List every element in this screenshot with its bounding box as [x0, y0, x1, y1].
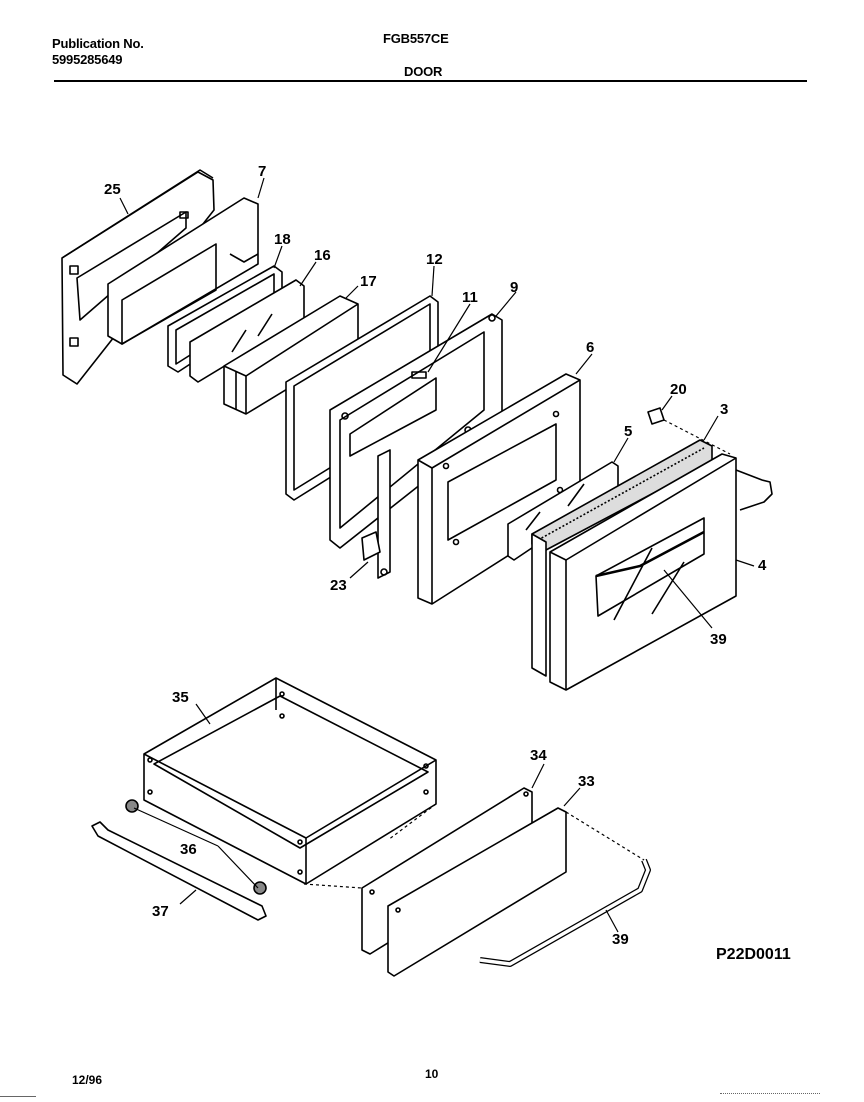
part-11-clip [411, 371, 427, 379]
callout-20: 20 [670, 381, 687, 398]
footer-rule [720, 1093, 820, 1094]
callout-9: 9 [510, 279, 518, 296]
part-39-door-handle [595, 530, 705, 578]
callout-16: 16 [314, 247, 331, 264]
leader-lines-lower [133, 703, 645, 933]
page-number: 10 [425, 1067, 439, 1081]
publication-label: Publication No. [52, 36, 144, 51]
diagram-code: P22D0011 [716, 946, 791, 963]
part-20-pin [647, 407, 665, 425]
part-37-rail [91, 799, 267, 921]
callout-25: 25 [104, 181, 121, 198]
part-39-drawer-handle [479, 858, 651, 967]
callout-4: 4 [758, 557, 767, 574]
section-title: DOOR [404, 64, 443, 79]
callout-18: 18 [274, 231, 291, 248]
part-4-outer-door [549, 453, 773, 691]
callout-6: 6 [586, 339, 594, 356]
callout-35: 35 [172, 689, 189, 706]
callout-39-drawer: 39 [612, 931, 629, 948]
callout-3: 3 [720, 401, 728, 418]
footer-rule-left [0, 1096, 36, 1097]
publication-number: 5995285649 [52, 52, 123, 67]
callout-36: 36 [180, 841, 197, 858]
part-23-hinge [361, 449, 391, 579]
callout-34: 34 [530, 747, 547, 764]
callout-23: 23 [330, 577, 347, 594]
callout-12: 12 [426, 251, 443, 268]
header-rule [54, 80, 807, 82]
callout-7: 7 [258, 163, 266, 180]
part-7-trim [107, 197, 259, 345]
callout-11: 11 [462, 289, 478, 306]
callout-33: 33 [578, 773, 595, 790]
callout-37: 37 [152, 903, 169, 920]
part-33-drawer-panel [387, 807, 567, 977]
callout-39-door: 39 [710, 631, 727, 648]
part-3-insulation [531, 439, 713, 677]
callout-17: 17 [360, 273, 377, 290]
model-number: FGB557CE [383, 31, 449, 46]
callout-5: 5 [624, 423, 632, 440]
leader-lines-upper [119, 177, 755, 629]
callout-labels: 25 7 18 16 17 12 11 9 6 20 3 5 4 39 23 3… [104, 163, 767, 948]
footer-date: 12/96 [72, 1073, 103, 1087]
